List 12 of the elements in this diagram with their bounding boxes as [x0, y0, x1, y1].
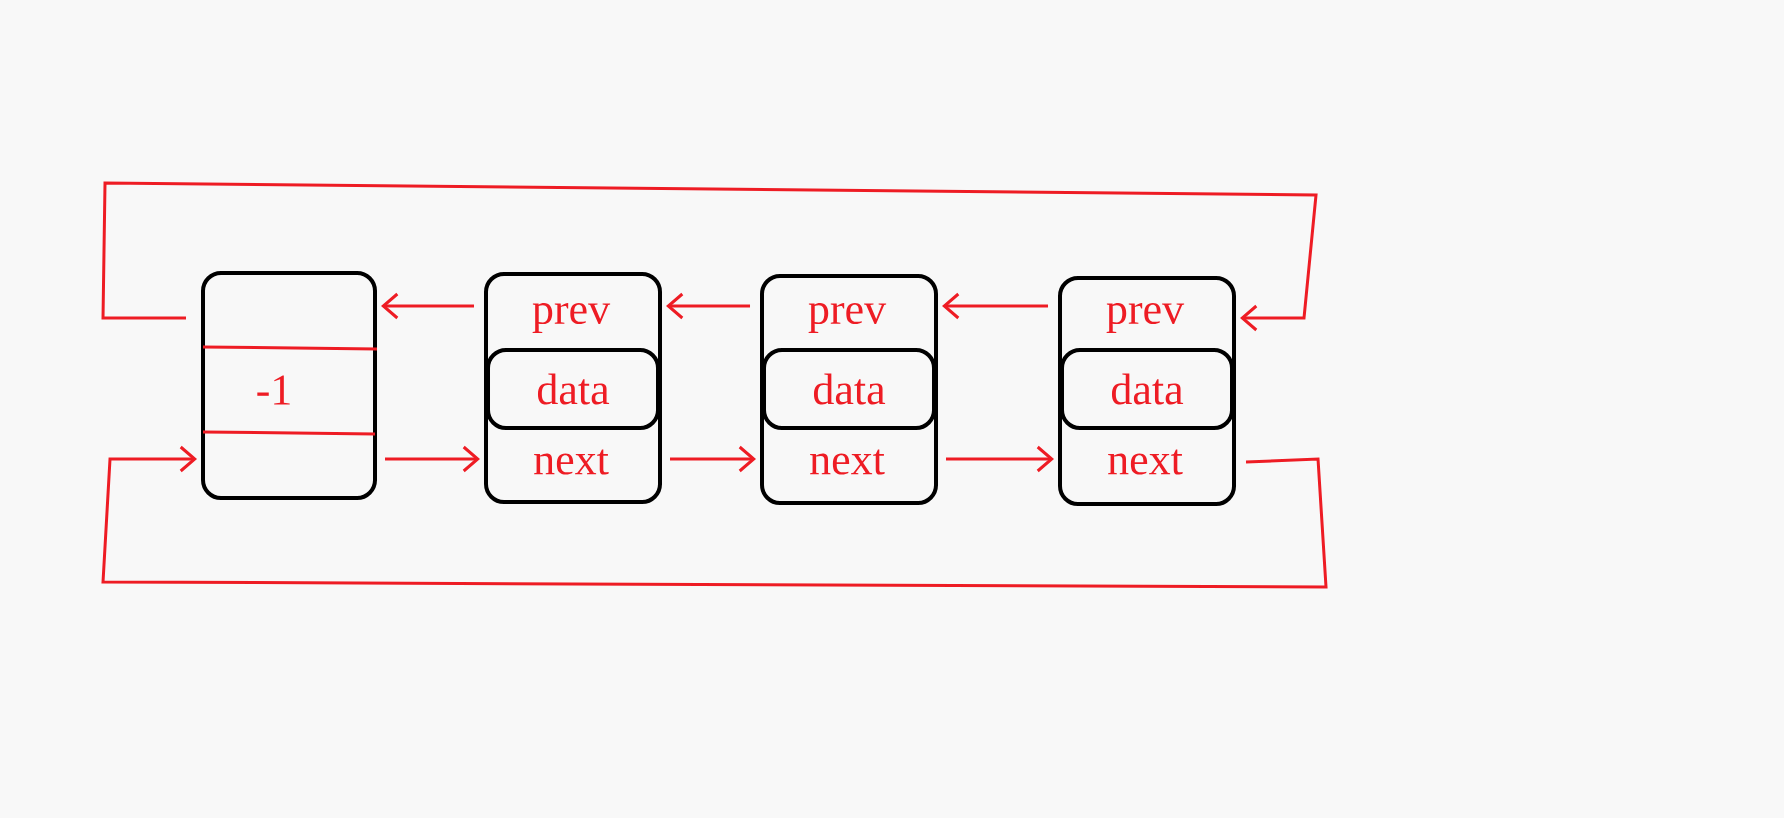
arrow — [381, 292, 474, 320]
arrow — [666, 292, 750, 320]
arrow — [942, 292, 1048, 320]
sentinel-node-box: -1 — [201, 271, 378, 500]
data-box: data — [762, 348, 936, 430]
data-box: data — [1060, 348, 1234, 430]
arrow — [670, 445, 756, 473]
arrow — [946, 445, 1054, 473]
arrow — [101, 181, 1318, 332]
data-box: data — [486, 348, 660, 430]
arrow — [101, 445, 1328, 589]
arrow — [385, 445, 480, 473]
